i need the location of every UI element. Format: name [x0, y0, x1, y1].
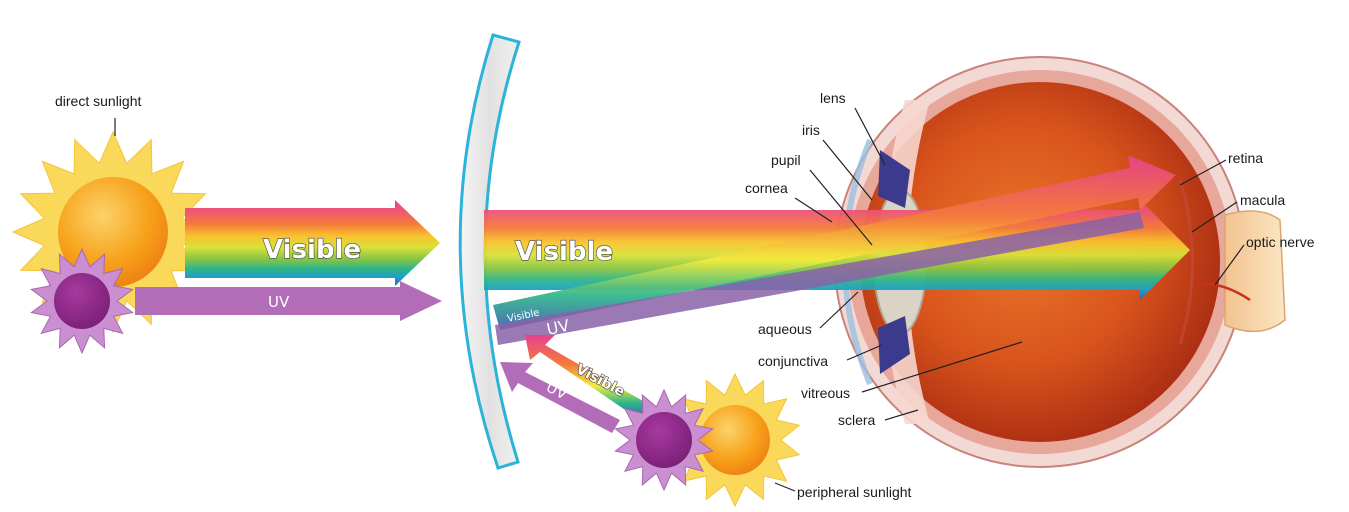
peripheral-sunlight-leader [775, 483, 795, 491]
peripheral-sun-core [700, 405, 770, 475]
direct-sunlight-label: direct sunlight [55, 93, 141, 109]
uv-sun-core [54, 273, 110, 329]
left-visible-arrow: Visible [185, 200, 440, 286]
left-uv-arrow: UV [135, 281, 442, 321]
peripheral-uv-sun-core [636, 412, 692, 468]
visible-label-reflected: Visible [573, 361, 627, 400]
optic-nerve-shape [1225, 211, 1285, 331]
conjunctiva-label: conjunctiva [758, 353, 828, 369]
pupil-label: pupil [771, 152, 801, 168]
peripheral-rays: Visible UV [500, 335, 650, 433]
vitreous-label: vitreous [801, 385, 850, 401]
cornea-label: cornea [745, 180, 788, 196]
lens-label: lens [820, 90, 846, 106]
visible-label-right: Visible [515, 237, 613, 267]
macula-label: macula [1240, 192, 1285, 208]
retina-label: retina [1228, 150, 1263, 166]
iris-label: iris [802, 122, 820, 138]
optic-nerve-label: optic nerve [1246, 234, 1315, 250]
aqueous-label: aqueous [758, 321, 812, 337]
visible-label-left: Visible [263, 235, 361, 265]
sclera-label: sclera [838, 412, 876, 428]
peripheral-sunlight-label: peripheral sunlight [797, 484, 912, 500]
uv-label-left: UV [268, 293, 290, 311]
